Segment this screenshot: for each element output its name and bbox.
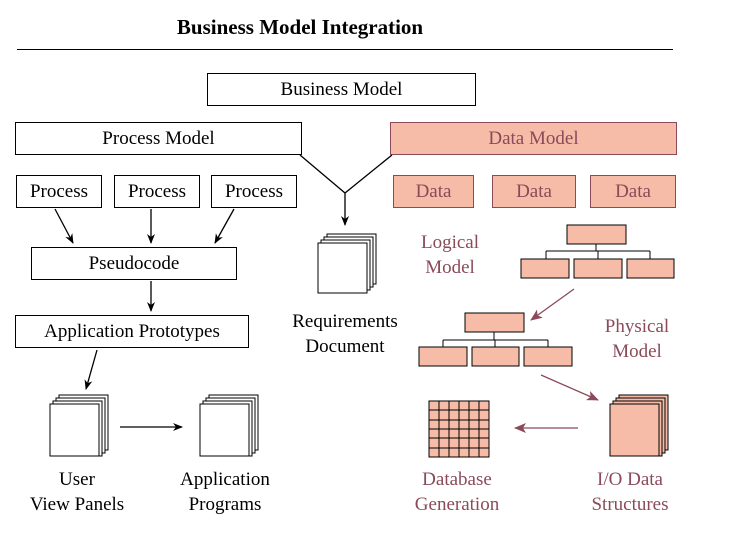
- process-model-box: Process Model: [15, 122, 302, 155]
- user-view-panels-label: User View Panels: [17, 467, 137, 517]
- database-generation-line-2: Generation: [414, 494, 500, 515]
- io-data-structures-line-1: I/O Data: [597, 469, 663, 490]
- arrow-physical-io: [540, 374, 599, 401]
- process-label-3: Process: [224, 180, 284, 202]
- data-label-3: Data: [615, 180, 651, 202]
- diagram-title: Business Model Integration: [176, 15, 424, 39]
- application-programs-stack-icon: [199, 394, 259, 457]
- data-model-label: Data Model: [488, 127, 579, 149]
- application-programs-line-1: Application: [180, 469, 270, 490]
- data-model-box: Data Model: [390, 122, 677, 155]
- business-model-box: Business Model: [207, 73, 476, 106]
- logical-model-label: Logical Model: [400, 230, 500, 280]
- pseudocode-box: Pseudocode: [31, 247, 237, 280]
- requirements-document-line-2: Document: [305, 336, 385, 357]
- logical-model-tree-icon: [520, 224, 675, 279]
- data-label-2: Data: [516, 180, 552, 202]
- arrow-models-requirements: [299, 154, 393, 225]
- physical-model-label: Physical Model: [587, 314, 687, 364]
- user-view-panels-line-1: User: [59, 469, 95, 490]
- database-grid-icon: [428, 400, 490, 458]
- data-box-2: Data: [492, 175, 576, 208]
- process-label-2: Process: [127, 180, 187, 202]
- requirements-document-line-1: Requirements: [292, 311, 398, 332]
- io-data-structures-label: I/O Data Structures: [570, 467, 690, 517]
- database-generation-label: Database Generation: [397, 467, 517, 517]
- title-divider: [17, 49, 673, 50]
- physical-model-line-1: Physical: [604, 316, 670, 337]
- data-box-1: Data: [393, 175, 474, 208]
- io-data-structures-line-2: Structures: [591, 494, 669, 515]
- process-box-2: Process: [114, 175, 200, 208]
- data-label-1: Data: [415, 180, 452, 202]
- requirements-document-stack-icon: [317, 233, 377, 294]
- user-view-panels-line-2: View Panels: [29, 494, 125, 515]
- arrow-prototypes-user-view: [84, 349, 98, 390]
- application-programs-label: Application Programs: [160, 467, 290, 517]
- arrow-process3-pseudocode: [214, 208, 235, 244]
- process-box-1: Process: [16, 175, 102, 208]
- process-model-label: Process Model: [102, 127, 215, 149]
- data-box-3: Data: [590, 175, 676, 208]
- business-model-label: Business Model: [280, 78, 403, 100]
- requirements-document-label: Requirements Document: [270, 309, 420, 359]
- application-programs-line-2: Programs: [188, 494, 262, 515]
- pseudocode-label: Pseudocode: [88, 252, 180, 274]
- user-view-panels-stack-icon: [49, 394, 109, 457]
- physical-model-line-2: Model: [612, 341, 662, 362]
- application-prototypes-box: Application Prototypes: [15, 315, 249, 348]
- arrow-process1-pseudocode: [54, 208, 74, 244]
- process-box-3: Process: [211, 175, 297, 208]
- arrow-logical-physical: [530, 288, 575, 321]
- database-generation-line-1: Database: [422, 469, 492, 490]
- logical-model-line-1: Logical: [420, 232, 480, 253]
- logical-model-line-2: Model: [425, 257, 475, 278]
- physical-model-tree-icon: [418, 312, 573, 367]
- application-prototypes-label: Application Prototypes: [44, 320, 220, 342]
- io-data-structures-stack-icon: [609, 394, 669, 457]
- process-label-1: Process: [29, 180, 89, 202]
